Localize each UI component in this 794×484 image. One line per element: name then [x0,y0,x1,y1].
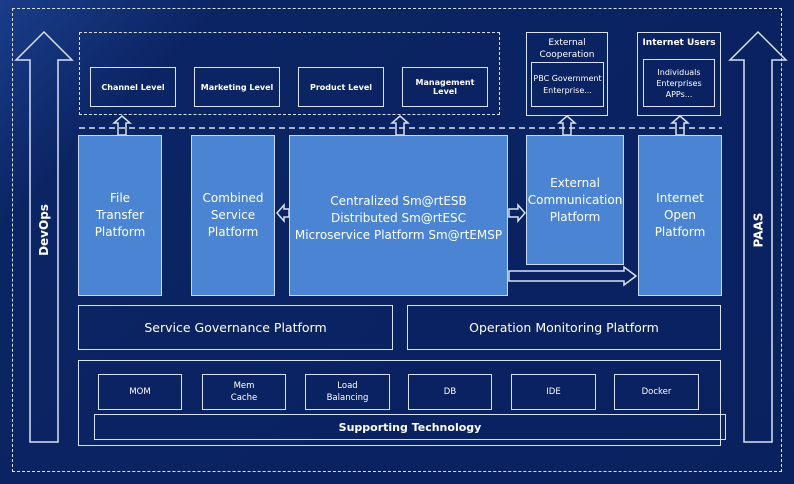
up-arrow-channel [112,115,132,136]
supporting-technology-bar: Supporting Technology [94,414,726,440]
external-communication-label: External Communication Platform [527,175,623,224]
internet-users-box: Internet Users [637,32,721,116]
central-line-esb: Centralized Sm@rtESB [330,194,467,208]
combined-service-label: Combined Service Platform [202,191,264,239]
tech-db: DB [408,374,492,410]
paas-label: PAAS [750,212,765,248]
up-arrow-external [557,115,577,136]
external-cooperation-content: PBC Government Enterprise... [531,62,604,107]
paas-label-wrap: PAAS [730,200,786,260]
central-platform: Centralized Sm@rtESB Distributed Sm@rtES… [289,135,508,296]
external-cooperation-box: External Cooperation [526,32,608,116]
left-arrow-combined [276,203,290,223]
external-cooperation-title: External Cooperation [539,38,595,60]
internet-open-platform: Internet Open Platform [638,135,722,296]
devops-arrow [14,30,74,443]
content-line: Enterprise... [543,85,592,95]
outer-frame [12,8,782,472]
external-communication-platform: External Communication Platform [526,135,624,265]
product-level: Product Level [298,67,384,107]
channel-level: Channel Level [90,67,176,107]
internet-open-label: Internet Open Platform [654,191,706,239]
central-line-esc: Distributed Sm@rtESC [330,211,467,225]
up-arrow-product [390,115,410,136]
file-transfer-label: File Transfer Platform [94,191,146,239]
devops-label: DevOps [36,204,51,256]
service-governance-platform: Service Governance Platform [78,305,393,350]
content-line: Enterprises [656,78,702,88]
devops-label-wrap: DevOps [16,200,72,260]
internet-users-content: Individuals Enterprises APPs... [643,59,715,107]
marketing-level: Marketing Level [194,67,280,107]
content-line: Individuals [657,67,701,77]
management-level: Management Level [402,67,488,107]
internet-users-title: Internet Users [642,38,716,48]
tech-docker: Docker [614,374,699,410]
tech-ide: IDE [511,374,596,410]
supporting-technology-group [78,360,721,446]
file-transfer-platform: File Transfer Platform [78,135,162,296]
levels-group [79,32,500,115]
operation-monitoring-platform: Operation Monitoring Platform [407,305,721,350]
content-line: PBC Government [533,73,602,83]
right-arrow-external [508,203,526,223]
right-arrow-internet [508,265,638,287]
tech-mom: MOM [98,374,182,410]
central-line-emsp: Microservice Platform Sm@rtEMSP [294,228,503,242]
paas-arrow [728,30,788,443]
combined-service-platform: Combined Service Platform [191,135,275,296]
tech-load-balancing: Load Balancing [305,374,390,410]
content-line: APPs... [665,89,693,99]
up-arrow-internet [670,115,690,136]
tech-mem-cache: Mem Cache [202,374,286,410]
